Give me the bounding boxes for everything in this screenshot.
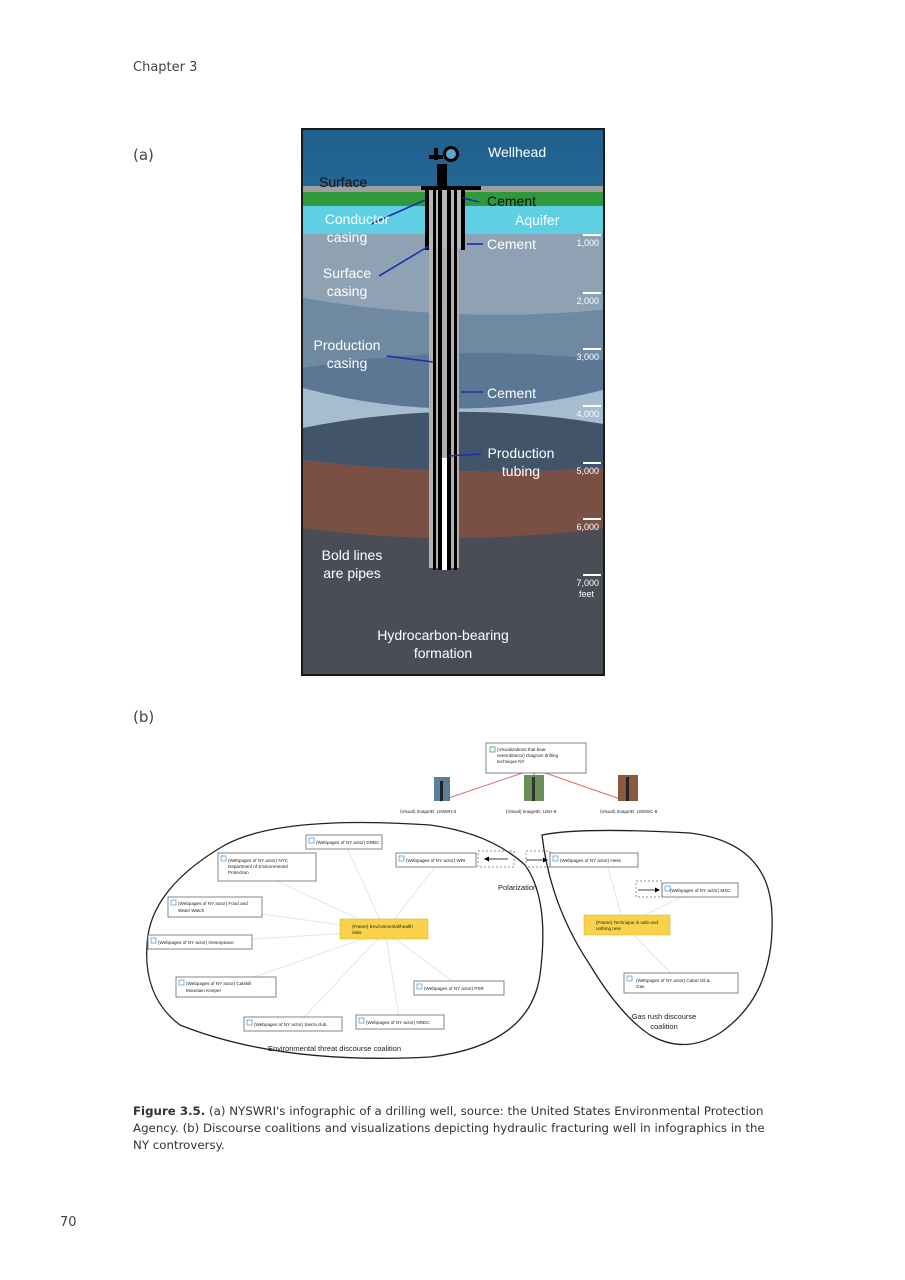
top-node-line-3: technique NY <box>497 759 525 764</box>
node-wri <box>395 852 477 868</box>
node-drbc <box>305 834 383 850</box>
top-node-line-2: resemblance) Diagram drilling <box>497 753 558 758</box>
discourse-coalition-network: (Visualizations that bear resemblance) D… <box>146 742 773 1059</box>
node-catskill <box>175 976 277 998</box>
node-nrdc-label: (Webpages of NY actor) NRDC <box>366 1020 430 1025</box>
label-cement-low: Cement <box>487 385 536 401</box>
node-msc-label: (Webpages of NY actor) MSC <box>670 888 731 893</box>
polarization-label: Polarization <box>498 883 537 892</box>
image-label-uswri-3: (Visual) ImageID: USWRI-3 <box>400 809 457 814</box>
label-surface-casing-2: casing <box>327 283 367 299</box>
label-formation-1: Hydrocarbon-bearing <box>377 627 509 643</box>
node-msc <box>661 882 739 898</box>
figure-caption: Figure 3.5. (a) NYSWRI's infographic of … <box>133 1103 773 1154</box>
label-surface-casing-1: Surface <box>323 265 371 281</box>
node-wri-label: (Webpages of NY actor) WRI <box>406 858 465 863</box>
panel-b-label: (b) <box>133 708 155 726</box>
node-fww-label-1: (Webpages of NY actor) Food and <box>178 901 248 906</box>
label-production-casing-2: casing <box>327 355 367 371</box>
env-coalition-label: Environmental threat discourse coalition <box>268 1044 401 1053</box>
polarization-dash-box-1 <box>477 850 515 868</box>
node-cabot <box>623 972 739 994</box>
node-sierra-label: (Webpages of NY actor) Sierra club <box>254 1022 327 1027</box>
polarization-dash-box-3 <box>635 880 663 898</box>
node-nyc-dep <box>217 852 317 882</box>
cement-sheath-top <box>425 190 465 248</box>
label-cement-mid: Cement <box>487 236 536 252</box>
node-psr-label: (Webpages of NY actor) PSR <box>424 986 485 991</box>
label-formation-2: formation <box>414 645 472 661</box>
node-sierra-club <box>243 1016 343 1032</box>
node-nyc-label-2: Department of Environmental <box>228 864 288 869</box>
node-food-water-watch <box>167 896 263 918</box>
label-aquifer: Aquifer <box>515 212 560 228</box>
node-fww-label-2: Water Watch <box>178 908 205 913</box>
node-catskill-label-1: (Webpages of NY actor) Catskill <box>186 981 251 986</box>
depth-unit: feet <box>579 589 595 599</box>
caption-bold: Figure 3.5. <box>133 1104 206 1118</box>
depth-tick-7000: 7,000 <box>576 578 599 588</box>
gas-coalition-label-2: coalition <box>650 1022 678 1031</box>
frame-safe-nothing-new <box>583 914 671 936</box>
drilling-well-infographic: 1,000 2,000 3,000 4,000 5,000 6,000 7,00… <box>301 128 605 676</box>
label-wellhead: Wellhead <box>488 144 546 160</box>
gas-coalition-outline <box>541 829 773 1046</box>
production-tubing <box>438 190 442 570</box>
image-label-ush-6: (Visual) ImageID: USH-6 <box>506 809 557 814</box>
wellhead-plate <box>421 186 481 190</box>
node-greenpeace <box>147 934 253 950</box>
image-label-usmsc-6: (Visual) ImageID: USMSC-6 <box>600 809 658 814</box>
node-cabot-label-1: (Webpages of NY actor) Cabot Oil & <box>636 978 710 983</box>
frame-env-label-2: risks <box>352 930 362 935</box>
label-surface: Surface <box>319 174 367 190</box>
node-catskill-label-2: Mountain Keeper <box>186 988 221 993</box>
node-nrdc <box>355 1014 445 1030</box>
frame-env-label-1: (Frame) Environmental/health <box>352 924 413 929</box>
environmental-coalition-outline <box>146 821 544 1059</box>
label-conductor-1: Conductor <box>325 211 390 227</box>
node-drbc-label: (Webpages of NY actor) DRBC <box>316 840 380 845</box>
label-bold-lines-2: are pipes <box>323 565 381 581</box>
node-cabot-label-2: Gas <box>636 984 645 989</box>
depth-tick-2000: 2,000 <box>576 296 599 306</box>
depth-tick-6000: 6,000 <box>576 522 599 532</box>
panel-a-label: (a) <box>133 146 154 164</box>
node-nyc-label-3: Protection <box>228 870 249 875</box>
frame-environmental-risks <box>339 918 429 940</box>
label-production-tubing-1: Production <box>488 445 555 461</box>
label-cement-top: Cement <box>487 193 536 209</box>
node-hess-label: (Webpages of NY actor) Hess <box>560 858 622 863</box>
depth-tick-5000: 5,000 <box>576 466 599 476</box>
stratum-4 <box>303 388 603 428</box>
page-number: 70 <box>60 1215 77 1230</box>
chapter-header: Chapter 3 <box>133 60 198 75</box>
depth-tick-3000: 3,000 <box>576 352 599 362</box>
depth-tick-1000: 1,000 <box>576 238 599 248</box>
label-conductor-2: casing <box>327 229 367 245</box>
node-nyc-label-1: (Webpages of NY actor) NYC <box>228 858 289 863</box>
label-production-tubing-2: tubing <box>502 463 540 479</box>
node-psr <box>413 980 505 996</box>
label-bold-lines-1: Bold lines <box>322 547 383 563</box>
polarization-dash-box-2 <box>525 850 551 868</box>
gas-coalition-label-1: Gas rush discourse <box>632 1012 697 1021</box>
label-production-casing-1: Production <box>314 337 381 353</box>
top-node-box <box>485 742 587 774</box>
top-node-line-1: (Visualizations that bear <box>497 747 546 752</box>
node-greenpeace-label: (Webpages of NY actor) Greenpeace <box>158 940 234 945</box>
depth-tick-4000: 4,000 <box>576 409 599 419</box>
caption-text: (a) NYSWRI's infographic of a drilling w… <box>133 1104 765 1152</box>
frame-safe-label-2: nothing new <box>596 926 621 931</box>
frame-safe-label-1: (Frame) Technique is safe and <box>596 920 658 925</box>
